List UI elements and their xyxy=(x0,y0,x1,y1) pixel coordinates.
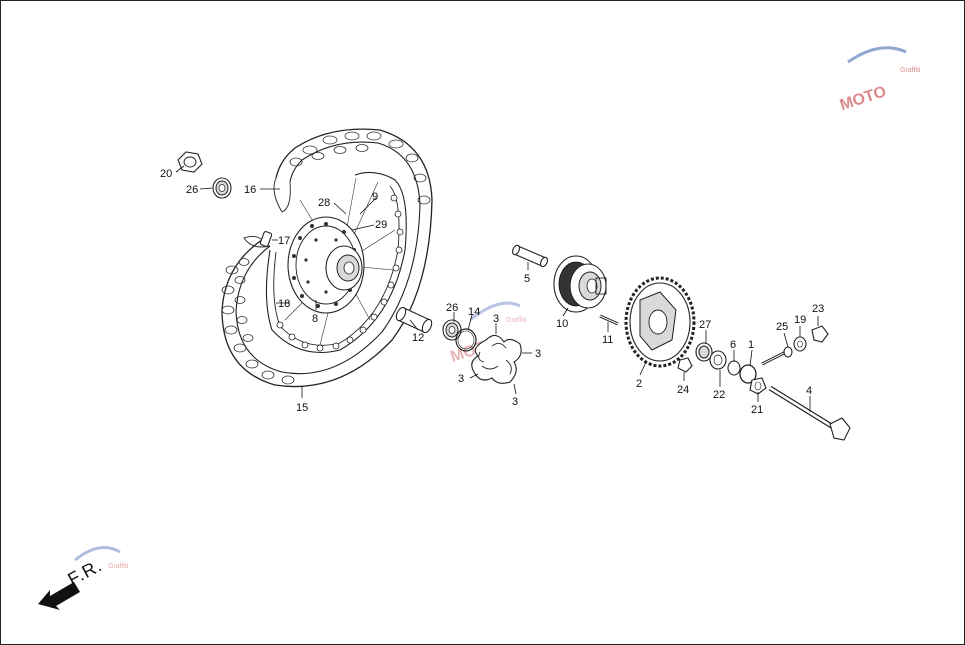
label-3-top: 3 xyxy=(493,313,499,325)
spacer-6 xyxy=(727,360,741,376)
nut-24 xyxy=(677,357,693,373)
label-8: 8 xyxy=(312,313,318,325)
label-26-left: 26 xyxy=(186,184,198,196)
label-24: 24 xyxy=(677,384,689,396)
nut-23 xyxy=(811,325,829,343)
washer-19 xyxy=(793,336,807,352)
washer-25-small xyxy=(783,346,793,358)
adjust-bolt-25 xyxy=(761,350,787,366)
label-27: 27 xyxy=(699,319,711,331)
watermark-tagline-center: Graffiti xyxy=(506,317,527,324)
front-direction-arrow: F.R. xyxy=(38,555,106,610)
label-10: 10 xyxy=(556,318,568,330)
collar-22 xyxy=(709,350,727,370)
label-3-right: 3 xyxy=(535,348,541,360)
label-2: 2 xyxy=(636,378,642,390)
label-14: 14 xyxy=(468,306,480,318)
label-1: 1 xyxy=(748,339,754,351)
rim xyxy=(265,171,407,354)
direction-label: F.R. xyxy=(64,555,105,590)
label-9: 9 xyxy=(372,191,378,203)
bearing-27 xyxy=(695,342,713,362)
label-28: 28 xyxy=(318,197,330,209)
axle-nut-20 xyxy=(177,151,203,173)
label-23: 23 xyxy=(812,303,824,315)
sprocket-flange-10 xyxy=(553,255,607,313)
brake-disc-hub xyxy=(287,216,365,314)
label-12: 12 xyxy=(412,332,424,344)
collar-12 xyxy=(395,306,433,334)
collar-1 xyxy=(739,364,757,384)
watermark-tagline-bl: Graffiti xyxy=(108,563,129,570)
stud-bolt-11 xyxy=(599,314,619,326)
valve-17 xyxy=(259,231,273,247)
watermark-brand: MOTO xyxy=(838,83,889,114)
label-22: 22 xyxy=(713,389,725,401)
label-29: 29 xyxy=(375,219,387,231)
tire xyxy=(221,128,433,388)
label-3-bottom: 3 xyxy=(512,396,518,408)
label-4: 4 xyxy=(806,385,812,397)
label-20: 20 xyxy=(160,168,172,180)
label-3-left: 3 xyxy=(458,373,464,385)
nut-21 xyxy=(749,377,767,395)
label-5: 5 xyxy=(524,273,530,285)
axle-4 xyxy=(768,385,851,441)
label-11: 11 xyxy=(602,334,613,346)
bearing-26-left xyxy=(212,177,232,199)
label-16: 16 xyxy=(244,184,256,196)
watermark-tagline: Graffiti xyxy=(900,67,921,74)
label-19: 19 xyxy=(794,314,806,326)
damper-rubbers-3 xyxy=(471,334,522,384)
rear-sprocket-2 xyxy=(624,276,696,368)
label-18: 18 xyxy=(278,298,290,310)
label-6: 6 xyxy=(730,339,736,351)
label-21: 21 xyxy=(751,404,763,416)
leader-lines xyxy=(175,165,819,412)
label-15: 15 xyxy=(296,402,308,414)
pin-5 xyxy=(512,244,548,268)
o-ring-14 xyxy=(455,328,477,352)
label-26-center: 26 xyxy=(446,302,458,314)
label-25: 25 xyxy=(776,321,788,333)
label-17: 17 xyxy=(278,235,290,247)
part-labels: 20 26 16 17 18 15 8 9 28 29 12 26 14 3 3… xyxy=(160,168,824,416)
watermark-bottom-left: Graffiti xyxy=(74,546,129,570)
watermark-logo: MOTO Graffiti xyxy=(838,46,921,114)
